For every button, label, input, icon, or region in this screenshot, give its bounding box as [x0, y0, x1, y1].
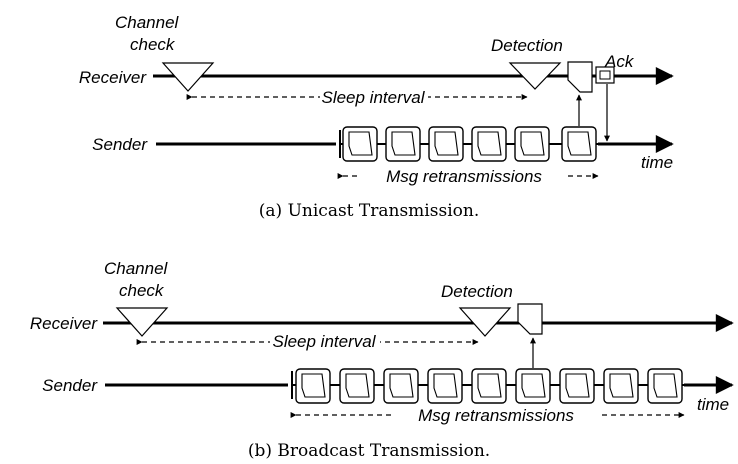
packet [515, 368, 551, 404]
sender-label: Sender [42, 376, 98, 395]
sender-label: Sender [92, 135, 148, 154]
msg-retransmissions-label-bg [360, 165, 568, 187]
packet [428, 126, 464, 162]
packet [471, 126, 507, 162]
sleep-interval-label-bg [320, 87, 428, 107]
msg-retransmissions-label-bg [392, 404, 600, 426]
msg-retransmissions-label: Msg retransmissions [386, 167, 542, 186]
caption-broadcast: (b) Broadcast Transmission. [248, 441, 490, 461]
channel-check-label-line1: Channel [104, 259, 169, 278]
channel-check-marker [115, 307, 169, 337]
packet [471, 368, 507, 404]
sleep-interval-label: Sleep interval [272, 332, 376, 351]
detection-label: Detection [441, 282, 513, 301]
receiver-label: Receiver [30, 314, 98, 333]
received-message-icon [517, 303, 543, 335]
time-label: time [697, 395, 729, 414]
packet [514, 126, 550, 162]
detection-marker [458, 307, 512, 337]
unicast-packets [342, 126, 597, 162]
channel-check-label-line1: Channel [115, 13, 180, 32]
receiver-label: Receiver [79, 68, 147, 87]
packet [342, 126, 378, 162]
packet [559, 368, 595, 404]
unicast-diagram: Channel check Detection Ack Receiver Sle… [79, 13, 674, 221]
packet [647, 368, 683, 404]
received-message-icon [567, 61, 593, 93]
ack-packet-inner [599, 70, 611, 80]
detection-label: Detection [491, 36, 563, 55]
sleep-interval-label-bg [270, 331, 380, 351]
packet [383, 368, 419, 404]
packet [427, 368, 463, 404]
packet [561, 126, 597, 162]
channel-check-label-line2: check [130, 35, 176, 54]
msg-retransmissions-label: Msg retransmissions [418, 406, 574, 425]
channel-check-label-line2: check [119, 281, 165, 300]
broadcast-diagram: Channel check Detection Receiver Sleep i… [30, 259, 734, 461]
time-label: time [641, 153, 673, 172]
broadcast-packets [295, 368, 683, 404]
sleep-interval-label: Sleep interval [321, 88, 425, 107]
packet [603, 368, 639, 404]
packet [339, 368, 375, 404]
ack-label: Ack [604, 52, 635, 71]
caption-unicast: (a) Unicast Transmission. [259, 201, 479, 221]
packet [385, 126, 421, 162]
packet [295, 368, 331, 404]
detection-marker [508, 62, 562, 90]
channel-check-marker [161, 62, 215, 92]
